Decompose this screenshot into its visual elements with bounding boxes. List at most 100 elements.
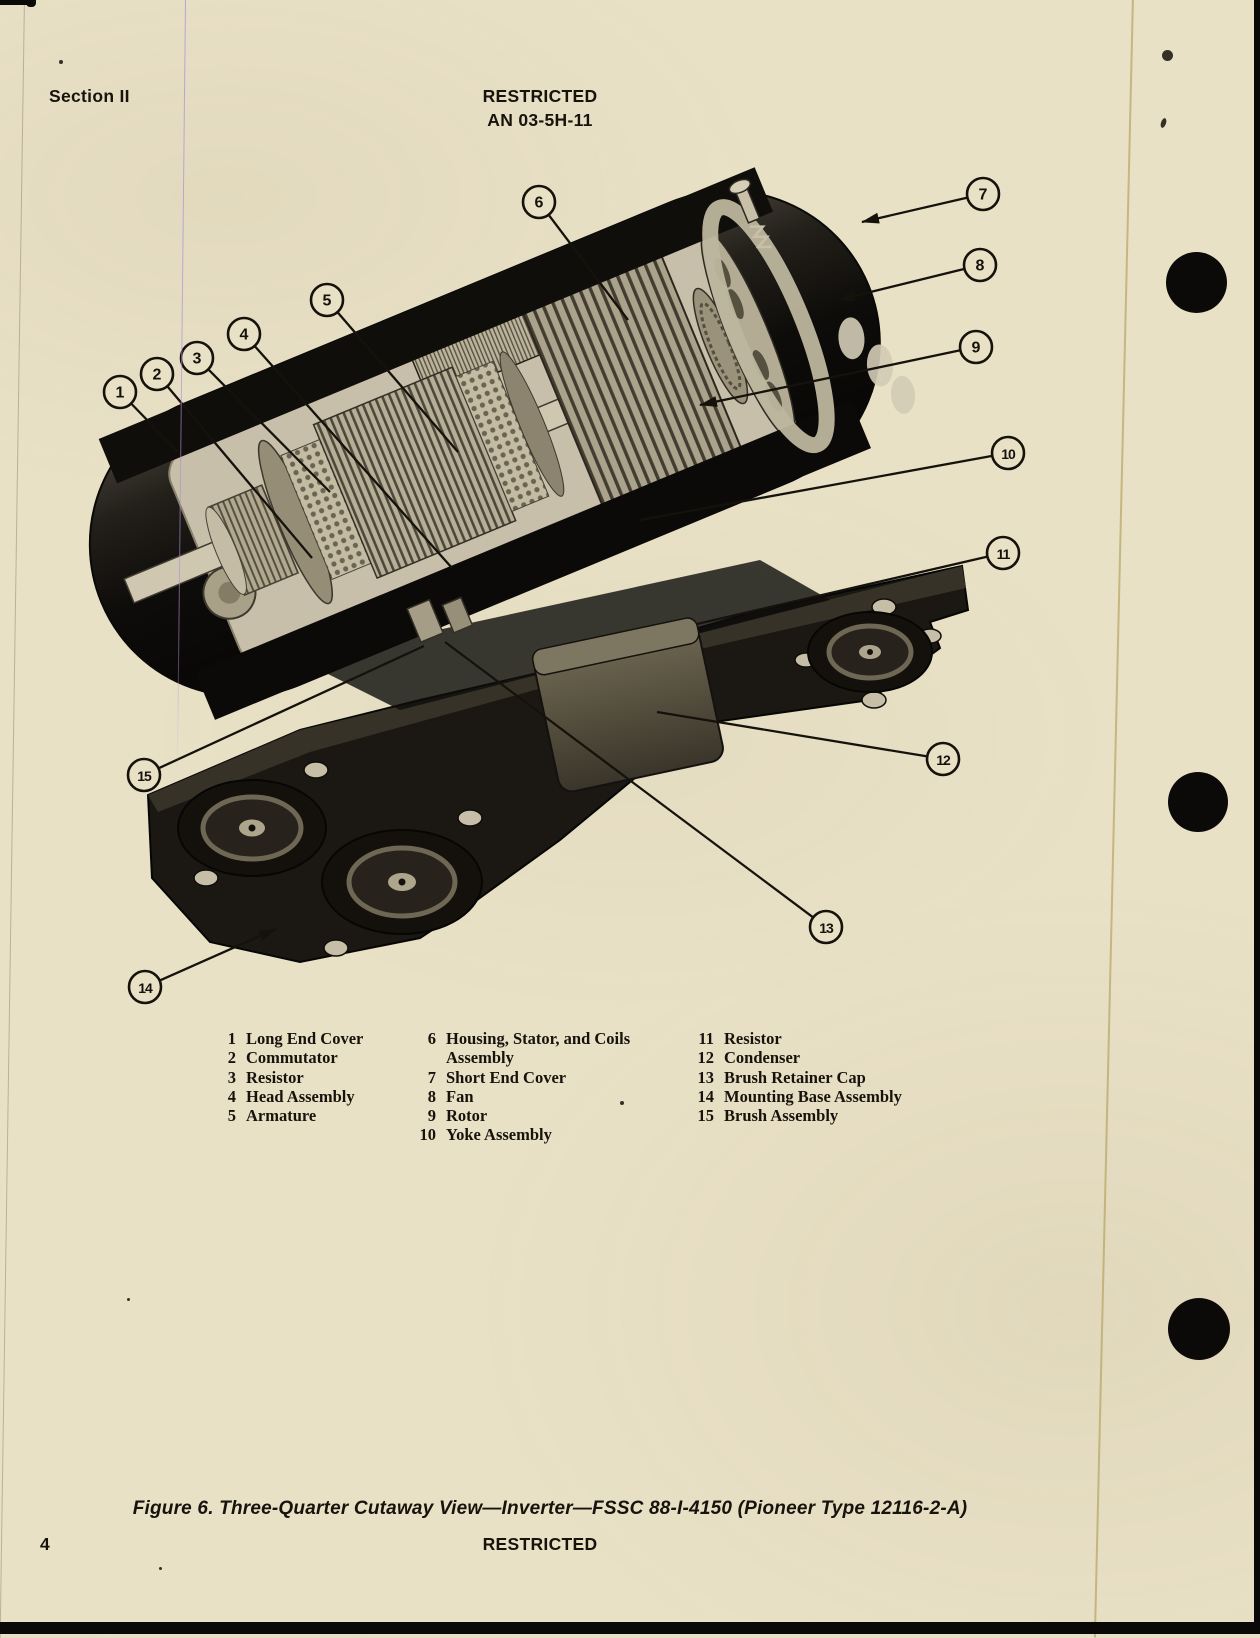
legend-item-label: Housing, Stator, and Coils Assembly xyxy=(446,1029,631,1068)
inverter-body-art xyxy=(88,167,916,720)
dust-speck xyxy=(620,1101,624,1105)
leader-line-7 xyxy=(861,196,968,224)
legend-item-label: Resistor xyxy=(724,1029,782,1048)
legend-item-number: 11 xyxy=(698,1029,714,1048)
callout-number-14: 14 xyxy=(138,980,153,996)
punch-hole xyxy=(1168,1298,1230,1360)
callout-number-5: 5 xyxy=(323,293,332,310)
leader-line-13 xyxy=(444,641,814,919)
callout-circle-12 xyxy=(925,741,961,777)
doc-number: AN 03-5H-11 xyxy=(487,110,593,130)
callout-circle-2 xyxy=(139,356,175,392)
legend-item-2: 2 Commutator xyxy=(204,1048,363,1067)
legend-item-label: Condenser xyxy=(724,1048,801,1068)
callout-number-7: 7 xyxy=(979,187,988,204)
legend-item-number: 8 xyxy=(427,1086,436,1106)
legend-item-label: Head Assembly xyxy=(246,1086,355,1106)
callout-circle-9 xyxy=(958,329,994,365)
legend-item-number: 15 xyxy=(697,1106,715,1126)
callout-number-13: 13 xyxy=(819,920,834,936)
legend-item-number: 14 xyxy=(697,1086,715,1106)
callout-circle-15 xyxy=(126,757,162,793)
dust-speck xyxy=(159,1567,162,1570)
leader-line-1 xyxy=(130,402,179,453)
callout-circle-1 xyxy=(102,374,138,410)
callout-circle-6 xyxy=(521,184,557,220)
figure-caption: Figure 6. Three-Quarter Cutaway View—Inv… xyxy=(132,1498,968,1519)
dust-speck xyxy=(1162,50,1173,61)
callout-circle-5 xyxy=(309,282,345,318)
callout-circle-11 xyxy=(985,535,1021,571)
page-edge-top-left-mark xyxy=(26,0,36,7)
callout-circle-13 xyxy=(808,909,844,945)
legend-item-number: 9 xyxy=(427,1106,436,1126)
legend-item-number: 7 xyxy=(427,1067,436,1087)
classification-banner-bottom: RESTRICTED xyxy=(482,1534,598,1554)
leader-line-15 xyxy=(158,644,425,770)
legend-item-11: 11 Resistor xyxy=(674,1029,902,1048)
callout-number-8: 8 xyxy=(976,258,985,275)
leader-line-11 xyxy=(696,555,988,626)
legend-item-label: Commutator xyxy=(246,1048,338,1068)
legend-item-12: 12 Condenser xyxy=(674,1048,902,1067)
callout-circle-8 xyxy=(962,247,998,283)
leader-line-6 xyxy=(547,214,629,321)
leader-line-14 xyxy=(159,927,277,982)
dust-speck xyxy=(59,60,63,64)
legend-item-14: 14 Mounting Base Assembly xyxy=(674,1087,902,1106)
dust-speck xyxy=(127,1298,130,1301)
punch-hole xyxy=(1166,252,1227,313)
callout-circle-14 xyxy=(127,969,163,1005)
legend-item-label: Mounting Base Assembly xyxy=(724,1086,902,1106)
condenser-art xyxy=(531,617,724,793)
callout-number-4: 4 xyxy=(240,327,249,344)
legend-item-number: 4 xyxy=(227,1086,236,1106)
section-label: Section II xyxy=(49,86,130,106)
callout-number-2: 2 xyxy=(153,367,162,384)
legend-item-label: Rotor xyxy=(446,1106,488,1126)
legend-item-4: 4 Head Assembly xyxy=(204,1087,363,1106)
legend-item-number: 13 xyxy=(697,1067,715,1087)
leader-line-8 xyxy=(837,267,965,302)
punch-hole xyxy=(1168,772,1228,832)
legend-item-15: 15 Brush Assembly xyxy=(674,1106,902,1125)
callout-circle-4 xyxy=(226,316,262,352)
legend-item-1: 1 Long End Cover xyxy=(204,1029,364,1048)
callout-number-6: 6 xyxy=(535,195,544,212)
classification-banner-top: RESTRICTED xyxy=(482,86,598,106)
page-edge-bottom xyxy=(0,1622,1260,1634)
mounting-base-art xyxy=(146,560,970,964)
callout-circle-10 xyxy=(990,435,1026,471)
shock-mount-feet xyxy=(177,611,933,935)
leader-line-4 xyxy=(253,345,453,569)
legend-item-number: 10 xyxy=(419,1125,437,1145)
legend-item-9: 9 Rotor xyxy=(398,1106,660,1125)
legend-item-label: Long End Cover xyxy=(246,1029,364,1048)
legend-item-label: Armature xyxy=(246,1106,317,1126)
legend-item-label: Brush Assembly xyxy=(724,1106,839,1126)
leader-line-3 xyxy=(207,368,331,493)
legend-item-label: Resistor xyxy=(246,1067,304,1087)
legend-item-number: 2 xyxy=(227,1048,236,1068)
callout-number-9: 9 xyxy=(972,340,981,357)
callout-number-1: 1 xyxy=(116,385,125,402)
legend-item-6: 6 Housing, Stator, and Coils Assembly xyxy=(398,1029,660,1068)
callout-number-3: 3 xyxy=(193,351,202,368)
callout-number-10: 10 xyxy=(1001,446,1016,462)
callout-number-12: 12 xyxy=(936,752,951,768)
legend-item-number: 6 xyxy=(427,1029,436,1048)
legend-item-number: 1 xyxy=(227,1029,236,1048)
leader-line-10 xyxy=(639,454,993,522)
leader-line-12 xyxy=(656,710,928,758)
legend-item-number: 12 xyxy=(697,1048,715,1068)
